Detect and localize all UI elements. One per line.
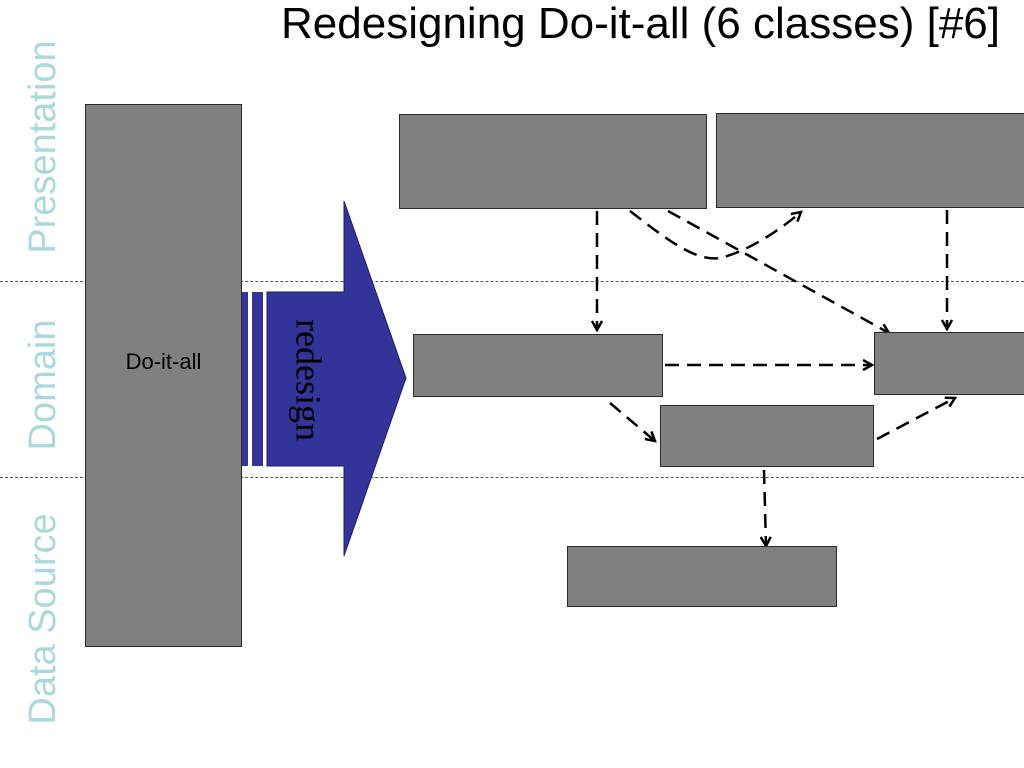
dep-arrow-domain-b-to-domain-c (876, 398, 955, 441)
domain-datasource-divider (0, 477, 1024, 478)
data-source-class (567, 546, 837, 607)
presentation-class-b (716, 113, 1024, 208)
dep-arrow-domain-b-to-datasource (764, 469, 766, 546)
do-it-all-label: Do-it-all (125, 349, 202, 374)
domain-class-b (660, 405, 874, 467)
domain-class-a (413, 334, 663, 397)
arrow-body (266, 200, 407, 557)
dep-arrow-domain-a-to-domain-b (609, 402, 655, 441)
dep-arrow-pres-a-to-pres-b (629, 210, 801, 260)
dep-arrow-pres-a-to-domain-c (667, 209, 889, 333)
arrow-stripe-1 (242, 292, 248, 466)
redesign-label: redesign (289, 319, 329, 441)
slide-title: Redesigning Do-it-all (6 classes) [#6] (281, 0, 1000, 48)
presentation-domain-divider (0, 281, 1024, 282)
domain-class-c (874, 332, 1024, 395)
arrow-stripe-2 (252, 292, 263, 466)
do-it-all-class: Do-it-all (85, 104, 242, 647)
presentation-class-a (399, 114, 707, 209)
dependency-arrows (597, 209, 955, 546)
redesign-arrow: redesign (242, 200, 407, 557)
